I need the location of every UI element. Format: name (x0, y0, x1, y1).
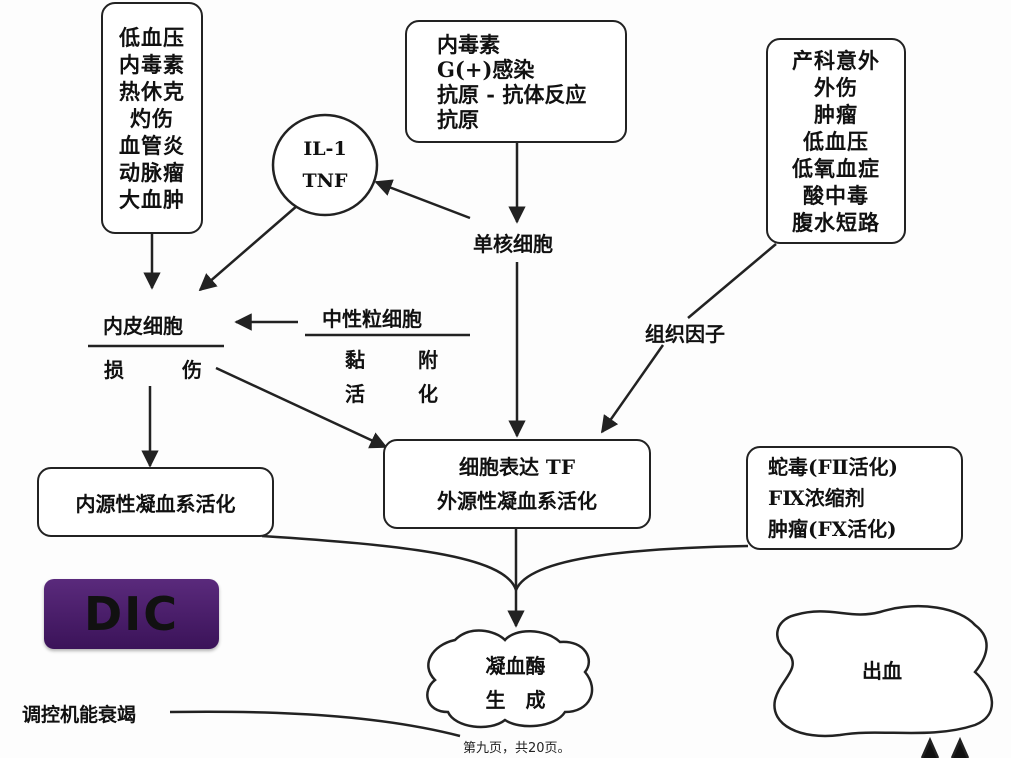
curve-venom (514, 544, 749, 591)
left-cause-item: 血管炎 (119, 132, 185, 158)
line-right-to-tissue-factor (687, 243, 777, 319)
tf-line1: 细胞表达 TF (458, 455, 576, 479)
left-cause-item: 动脉瘤 (119, 159, 185, 185)
arrow-tissue-factor-to-tf (600, 344, 665, 434)
top-cause-item: 内毒素 (437, 31, 500, 57)
bleeding-label: 出血 (862, 659, 902, 683)
venom-item: 蛇毒(FⅡ活化) (768, 454, 898, 479)
arrow-monocyte-to-cytokine (374, 179, 471, 220)
cytokine-label: IL-1 TNF (273, 128, 377, 202)
top-causes-box: 内毒素 G(+)感染 抗原 - 抗体反应 抗原 (405, 20, 627, 143)
endothelial-sub-a: 损 (104, 358, 124, 382)
thrombin-cloud (426, 629, 594, 729)
thrombin-line2: 生 成 (485, 687, 546, 712)
arrow-endothelial-to-tf (215, 366, 388, 449)
right-cause-item: 产科意外 (792, 47, 880, 73)
endothelial-title: 内皮细胞 (103, 314, 183, 338)
intrinsic-label: 内源性凝血系活化 (75, 491, 236, 516)
right-cause-item: 肿瘤 (814, 101, 858, 127)
tf-box: 细胞表达 TF 外源性凝血系活化 (383, 439, 651, 529)
neutrophil-b2: 化 (418, 382, 438, 406)
right-cause-item: 酸中毒 (803, 182, 869, 208)
dic-label: DIC (83, 587, 180, 641)
venom-box: 蛇毒(FⅡ活化) FⅨ浓缩剂 肿瘤(FⅩ活化) (746, 446, 963, 550)
arrow-cytokine-to-endothelial (198, 204, 299, 292)
thrombin-line1: 凝血酶 (485, 653, 546, 678)
neutrophil-title: 中性粒细胞 (322, 307, 422, 331)
top-cause-item: 抗原 (437, 106, 479, 132)
right-cause-item: 低氧血症 (792, 155, 880, 181)
left-cause-item: 内毒素 (119, 51, 185, 77)
right-cause-item: 低血压 (803, 128, 869, 154)
right-cause-item: 腹水短路 (792, 209, 880, 235)
bottom-marks (920, 736, 970, 758)
regulation-label: 调控机能衰竭 (22, 704, 137, 726)
left-cause-item: 低血压 (119, 24, 185, 50)
top-cause-item: 抗原 - 抗体反应 (437, 81, 587, 107)
curve-intrinsic (261, 534, 518, 591)
left-cause-item: 灼伤 (130, 105, 174, 131)
top-cause-item: G(+)感染 (437, 56, 535, 82)
neutrophil-a2: 附 (418, 348, 438, 372)
intrinsic-box: 内源性凝血系活化 (37, 467, 274, 537)
cytokine-tnf: TNF (302, 170, 348, 192)
regulation-line (169, 710, 461, 738)
thrombin-label: 凝血酶 生 成 (448, 645, 583, 720)
tf-line2: 外源性凝血系活化 (437, 489, 597, 513)
dic-badge: DIC (44, 579, 219, 649)
page-footer: 第九页，共20页。 (463, 741, 571, 756)
right-causes-box: 产科意外 外伤 肿瘤 低血压 低氧血症 酸中毒 腹水短路 (766, 38, 906, 244)
venom-item: 肿瘤(FⅩ活化) (768, 516, 897, 541)
cytokine-il1: IL-1 (303, 138, 347, 160)
tissue-factor-label: 组织因子 (645, 322, 725, 346)
left-cause-item: 大血肿 (119, 186, 185, 212)
bleeding-cloud (773, 605, 994, 738)
cytokine-circle (271, 113, 379, 217)
neutrophil-a1: 黏 (345, 348, 365, 372)
neutrophil-b1: 活 (345, 382, 365, 406)
right-cause-item: 外伤 (814, 74, 858, 100)
monocyte-label: 单核细胞 (473, 232, 553, 256)
left-cause-item: 热休克 (119, 78, 185, 104)
venom-item: FⅨ浓缩剂 (768, 485, 865, 510)
left-causes-box: 低血压 内毒素 热休克 灼伤 血管炎 动脉瘤 大血肿 (101, 2, 203, 234)
endothelial-sub-b: 伤 (182, 358, 202, 382)
